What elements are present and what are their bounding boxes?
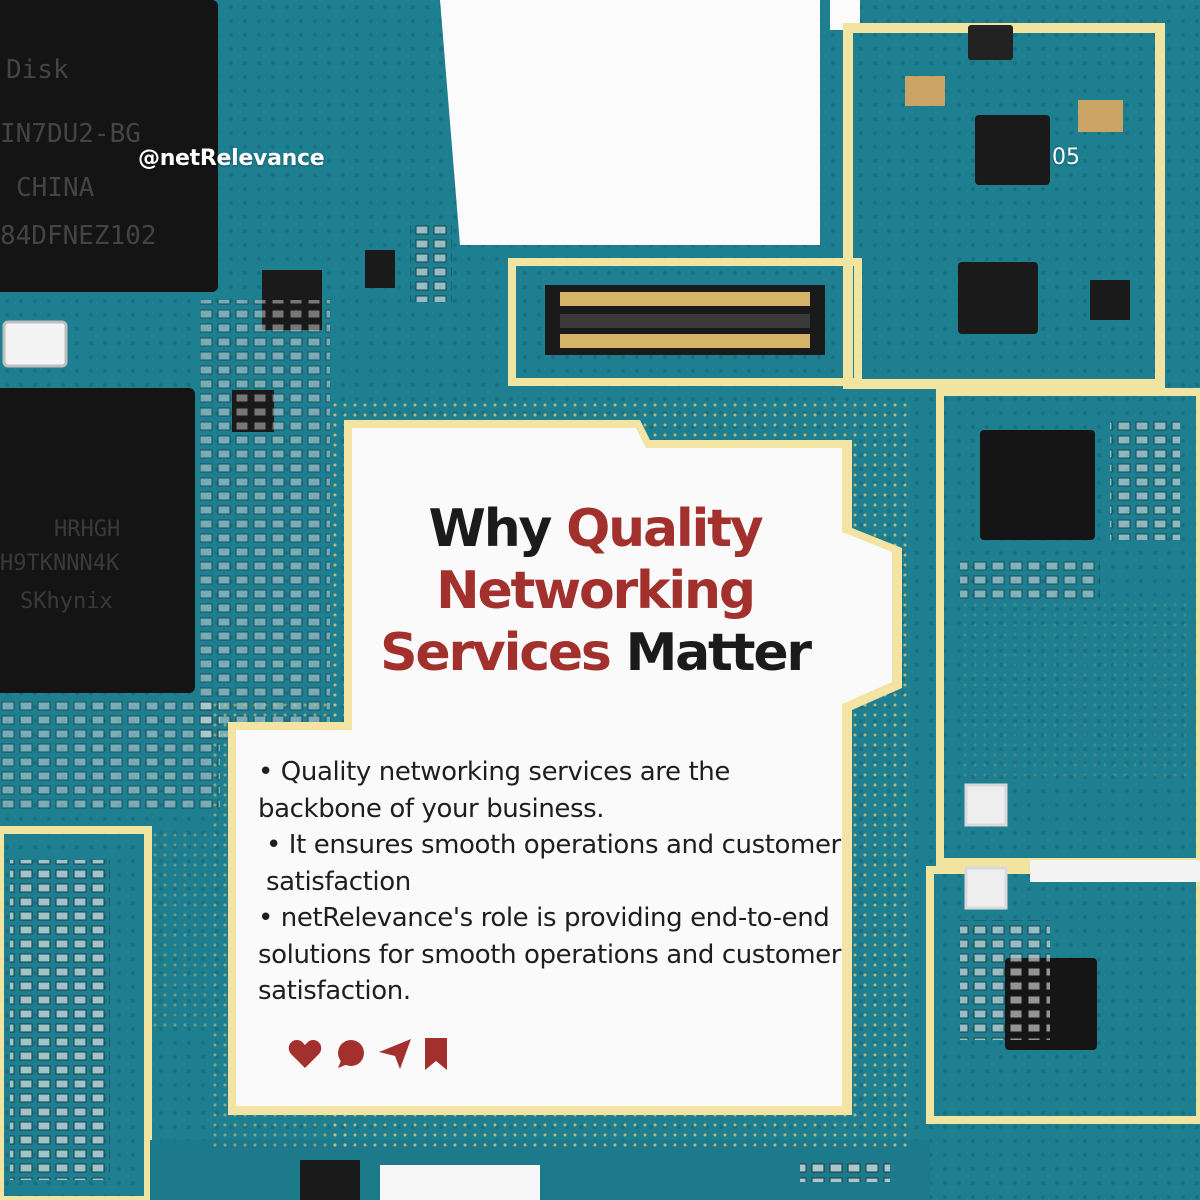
- brand-handle: @netRelevance: [138, 146, 325, 171]
- chip-text: SKhynix: [20, 589, 113, 614]
- heart-icon[interactable]: [288, 1039, 322, 1069]
- page-number: 05: [1052, 145, 1080, 170]
- title-word: Matter: [625, 623, 812, 683]
- bullet-item: • Quality networking services are the ba…: [258, 757, 730, 824]
- bookmark-icon[interactable]: [424, 1037, 448, 1071]
- share-icon[interactable]: [378, 1038, 412, 1070]
- chip-text: Disk: [6, 55, 69, 85]
- title-word: Why: [428, 499, 553, 559]
- chip-text: CHINA: [16, 173, 95, 203]
- chip-text: HRHGH: [54, 517, 120, 542]
- comment-icon[interactable]: [334, 1038, 366, 1070]
- chip-text: H9TKNNN4K: [0, 551, 120, 576]
- page-title: Why Quality Networking Services Matter: [250, 498, 940, 684]
- chip-text: IN7DU2-BG: [0, 119, 141, 149]
- bullet-list: • Quality networking services are the ba…: [258, 754, 848, 1010]
- title-word-accent: Networking: [436, 561, 756, 621]
- title-word-accent: Quality: [566, 499, 764, 559]
- bullet-item: • It ensures smooth operations and custo…: [266, 830, 841, 897]
- chip-text: 84DFNEZ102: [0, 221, 157, 251]
- bullet-item: • netRelevance's role is providing end-t…: [258, 903, 842, 1006]
- title-word-accent: Services: [380, 623, 612, 683]
- social-actions: [288, 1036, 448, 1072]
